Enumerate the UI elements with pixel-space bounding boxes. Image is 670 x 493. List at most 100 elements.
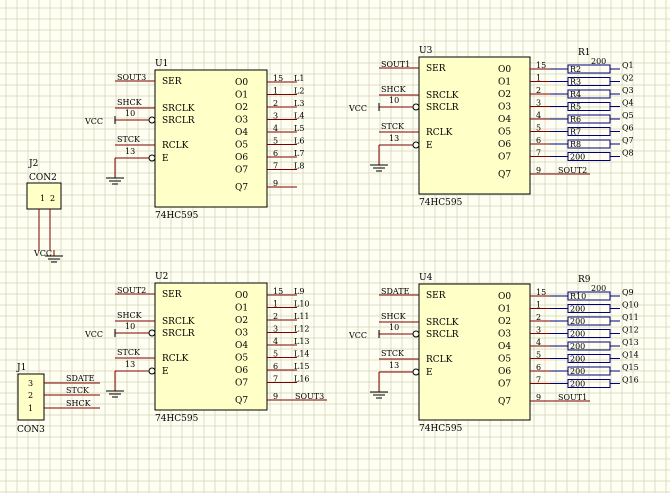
- pin-label-o3: O3: [235, 329, 248, 339]
- pin-label-o2: O2: [498, 90, 511, 100]
- connector-part: CON2: [29, 173, 57, 183]
- net-label-stck: STCK: [381, 349, 405, 358]
- vcc-label: VCC: [33, 249, 52, 258]
- net-label-q7: SOUT2: [558, 166, 587, 175]
- resistor-label: 200: [570, 305, 585, 314]
- pin-number-srclr: 10: [125, 322, 135, 331]
- pin-number-enable: 13: [125, 360, 135, 369]
- pin-number-enable: 13: [125, 147, 135, 156]
- net-label-output: Q10: [622, 301, 639, 310]
- net-label-output: L3: [294, 99, 304, 108]
- pin-number: 6: [536, 136, 541, 145]
- chip-u2: U274HC595SERSRCLKSRCLRRCLKESOUT2SHCK10VC…: [84, 272, 327, 424]
- net-label-output: L1: [294, 74, 304, 83]
- pin-number: 3: [273, 325, 278, 334]
- pin-label-o6: O6: [235, 366, 248, 376]
- pin-label-o2: O2: [498, 317, 511, 327]
- pin-label-o7: O7: [498, 153, 511, 163]
- pin-label-q7: Q7: [498, 170, 511, 180]
- pin-label-o4: O4: [498, 115, 511, 125]
- pin-label-ser: SER: [426, 64, 446, 74]
- pin-number: 15: [273, 74, 283, 83]
- chip-body: [418, 56, 531, 195]
- pin-label-q7: Q7: [235, 183, 248, 193]
- pin-number: 9: [273, 179, 278, 188]
- ground-symbol: [45, 250, 63, 263]
- pin-number: 3: [536, 99, 541, 108]
- chip-body: [154, 69, 268, 208]
- vcc-label: VCC: [84, 330, 103, 339]
- ground-symbol: [370, 159, 388, 172]
- net-label-output: Q1: [622, 61, 634, 70]
- resistor-label: R10: [570, 292, 586, 301]
- pin-number: 1: [273, 87, 278, 96]
- resistor-label: 200: [570, 380, 585, 389]
- pin-label-q7: Q7: [498, 397, 511, 407]
- pin-number: 4: [536, 111, 541, 120]
- pin-label-o5: O5: [498, 128, 511, 138]
- pin-number: 6: [536, 363, 541, 372]
- chip-u4: U474HC595SERSRCLKSRCLRRCLKESDATESHCK10VC…: [348, 273, 590, 434]
- pin-label-srclr: SRCLR: [162, 116, 195, 126]
- resistor-label: R6: [570, 115, 581, 124]
- net-label-ser: SDATE: [381, 287, 410, 296]
- chip-part-number: 74HC595: [155, 414, 199, 424]
- pin-number: 9: [536, 166, 541, 175]
- pin-number: 3: [536, 326, 541, 335]
- pin-label-e: E: [426, 368, 433, 378]
- pin-label-o7: O7: [498, 380, 511, 390]
- pin-number: 1: [273, 300, 278, 309]
- pin-number: 5: [536, 351, 541, 360]
- pin-number: 9: [273, 392, 278, 401]
- pin-label-o3: O3: [498, 330, 511, 340]
- pin-label-rclk: RCLK: [162, 141, 189, 151]
- pin-label-o2: O2: [235, 316, 248, 326]
- inversion-bubble: [412, 103, 420, 111]
- pin-label-srclr: SRCLR: [162, 329, 195, 339]
- pin-label-o5: O5: [235, 141, 248, 151]
- net-label-output: L2: [294, 87, 304, 96]
- chip-u3: U374HC595SERSRCLKSRCLRRCLKESOUT1SHCK10VC…: [348, 46, 590, 208]
- net-label-output: L13: [294, 337, 310, 346]
- pin-label-e: E: [162, 367, 169, 377]
- pin-label-o1: O1: [235, 91, 248, 101]
- pin-label-o0: O0: [498, 292, 511, 302]
- pin-number: 6: [273, 362, 278, 371]
- pin-number: 1: [536, 301, 541, 310]
- resistor-label: R4: [570, 90, 581, 99]
- net-label-output: Q9: [622, 288, 634, 297]
- pin-label-rclk: RCLK: [426, 355, 453, 365]
- pin-label-srclk: SRCLK: [426, 318, 459, 328]
- pin-label-o4: O4: [498, 342, 511, 352]
- ground-symbol: [370, 386, 388, 399]
- resistor-label: R2: [570, 65, 581, 74]
- chip-part-number: 74HC595: [419, 424, 463, 434]
- net-label-output: Q7: [622, 136, 634, 145]
- resistor-label: R8: [570, 140, 581, 149]
- resistor-label: 200: [570, 153, 585, 162]
- net-label-output: L4: [294, 112, 304, 121]
- net-label-output: Q11: [622, 313, 639, 322]
- pin-number-srclr: 10: [389, 96, 399, 105]
- net-label-output: L7: [294, 149, 304, 158]
- net-label-output: L16: [294, 375, 310, 384]
- resistor-designator: R1: [578, 48, 591, 58]
- pin-label-ser: SER: [426, 291, 446, 301]
- pin-label-o1: O1: [235, 304, 248, 314]
- net-label-output: Q14: [622, 351, 639, 360]
- pin-number-enable: 13: [389, 134, 399, 143]
- pin-number: 5: [536, 124, 541, 133]
- net-label-output: L14: [294, 350, 310, 359]
- ground-symbol: [106, 385, 124, 398]
- resistor-value: 200: [591, 57, 606, 66]
- pin-number: 4: [536, 338, 541, 347]
- pin-number: 1: [536, 74, 541, 83]
- pin-label-srclk: SRCLK: [162, 104, 195, 114]
- net-label-stck: STCK: [381, 122, 405, 131]
- net-label-output: Q5: [622, 111, 634, 120]
